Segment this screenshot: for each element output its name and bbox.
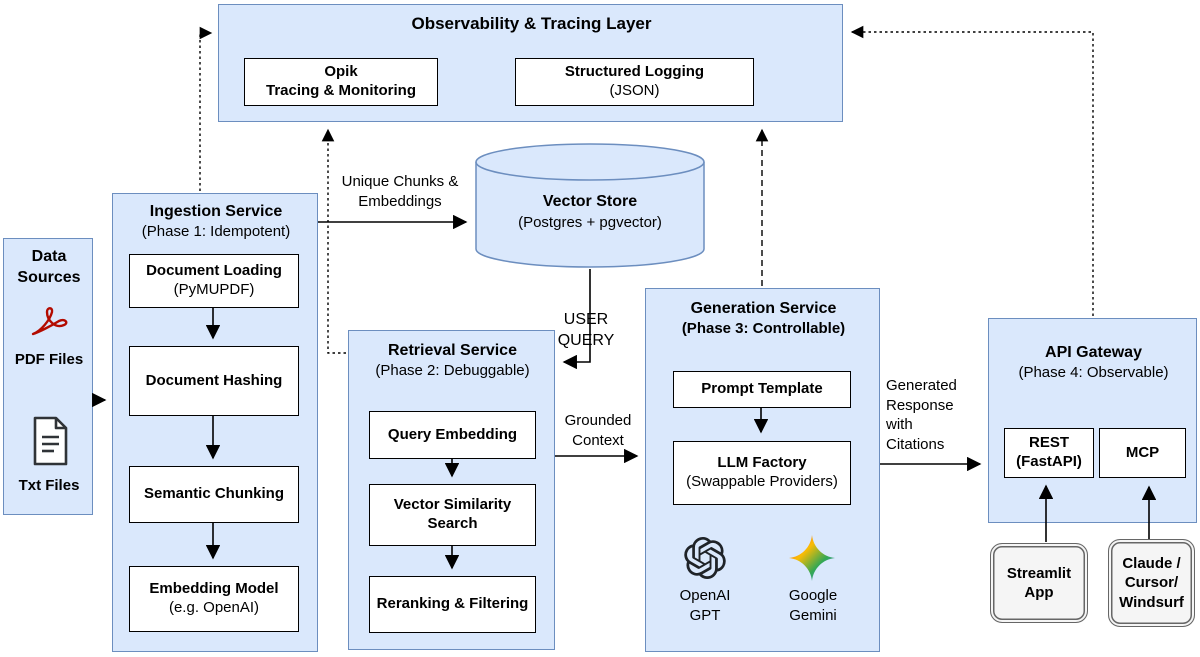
- api-gateway-subtitle: (Phase 4: Observable): [1018, 364, 1169, 381]
- opik-label: Opik Tracing & Monitoring: [266, 63, 416, 99]
- streamlit-app-label: Streamlit App: [1006, 564, 1072, 602]
- generation-title: Generation Service: [690, 300, 837, 317]
- vector-store-subtitle: (Postgres + pgvector): [518, 213, 662, 231]
- observability-layer-box: Observability & Tracing Layer Opik Traci…: [218, 4, 843, 122]
- node-prompt-template: Prompt Template: [673, 371, 851, 408]
- node-mcp: MCP: [1099, 428, 1186, 478]
- openai-gpt-label: OpenAI GPT: [679, 587, 731, 624]
- google-gemini-label: Google Gemini: [788, 587, 838, 624]
- ingestion-subtitle: (Phase 1: Idempotent): [141, 223, 291, 240]
- reranking-filtering-title: Reranking & Filtering: [376, 595, 529, 613]
- node-vector-similarity-search: Vector Similarity Search: [369, 484, 536, 546]
- ingestion-title: Ingestion Service: [149, 203, 283, 220]
- document-hashing-title: Document Hashing: [145, 371, 283, 389]
- document-loading-sub: (PyMUPDF): [173, 281, 255, 298]
- txt-files-label: Txt Files: [18, 477, 80, 494]
- opik-node: Opik Tracing & Monitoring: [244, 58, 438, 106]
- query-embedding-title: Query Embedding: [387, 425, 518, 443]
- structured-logging-node: Structured Logging (JSON): [515, 58, 754, 106]
- pdf-files-label: PDF Files: [14, 351, 84, 368]
- edge-label-generated-response: Generated Response with Citations: [886, 377, 957, 453]
- vector-store-label: Vector Store (Postgres + pgvector): [475, 192, 705, 232]
- node-document-hashing: Document Hashing: [129, 346, 299, 416]
- connector-vectorstore-retrieval: [562, 269, 591, 370]
- node-reranking-filtering: Reranking & Filtering: [369, 576, 536, 633]
- connector-gateway-observability: [850, 25, 1094, 316]
- node-embedding-model: Embedding Model (e.g. OpenAI): [129, 566, 299, 632]
- llm-factory-title: LLM Factory: [717, 454, 807, 472]
- streamlit-app-client: Streamlit App: [990, 543, 1088, 623]
- generation-subtitle: (Phase 3: Controllable): [681, 320, 846, 337]
- openai-icon: [684, 537, 726, 579]
- api-gateway-box: API Gateway (Phase 4: Observable) REST (…: [988, 318, 1197, 523]
- edge-label-user-query: USER QUERY: [557, 311, 615, 349]
- node-document-loading: Document Loading (PyMUPDF): [129, 254, 299, 308]
- vector-store-title: Vector Store: [542, 193, 638, 210]
- ingestion-service-box: Ingestion Service (Phase 1: Idempotent) …: [112, 193, 318, 652]
- llm-factory-sub: (Swappable Providers): [686, 473, 838, 490]
- document-loading-title: Document Loading: [146, 262, 282, 280]
- edge-label-unique-chunks: Unique Chunks & Embeddings: [341, 173, 459, 210]
- rest-fastapi-label: REST (FastAPI): [1016, 434, 1082, 470]
- txt-file-icon: [33, 416, 68, 466]
- pdf-icon: [31, 307, 68, 336]
- claude-cursor-windsurf-client: Claude / Cursor/ Windsurf: [1108, 539, 1195, 627]
- node-llm-factory: LLM Factory (Swappable Providers): [673, 441, 851, 505]
- embedding-model-title: Embedding Model: [149, 580, 279, 598]
- retrieval-title: Retrieval Service: [388, 342, 517, 359]
- api-gateway-title: API Gateway: [1045, 344, 1142, 361]
- structured-logging-title: Structured Logging: [564, 63, 705, 81]
- prompt-template-title: Prompt Template: [701, 380, 823, 398]
- data-sources-box: Data Sources PDF Files Txt Files: [3, 238, 93, 515]
- connector-ingestion-observability: [199, 26, 213, 191]
- structured-logging-sub: (JSON): [609, 82, 660, 99]
- node-semantic-chunking: Semantic Chunking: [129, 466, 299, 523]
- claude-cursor-windsurf-label: Claude / Cursor/ Windsurf: [1119, 554, 1184, 611]
- connector-retrieval-observability: [321, 128, 346, 354]
- gemini-icon: [789, 535, 835, 581]
- vector-similarity-title: Vector Similarity Search: [393, 496, 512, 532]
- embedding-model-sub: (e.g. OpenAI): [168, 599, 260, 616]
- vector-store-cylinder: [475, 143, 705, 268]
- retrieval-service-box: Retrieval Service (Phase 2: Debuggable) …: [348, 330, 555, 650]
- semantic-chunking-title: Semantic Chunking: [143, 485, 285, 503]
- data-sources-title: Data Sources: [17, 248, 81, 286]
- node-rest-fastapi: REST (FastAPI): [1004, 428, 1094, 478]
- mcp-label: MCP: [1125, 443, 1160, 461]
- edge-label-grounded-context: Grounded Context: [564, 412, 632, 449]
- generation-service-box: Generation Service (Phase 3: Controllabl…: [645, 288, 880, 652]
- observability-title: Observability & Tracing Layer: [411, 14, 652, 33]
- retrieval-subtitle: (Phase 2: Debuggable): [375, 362, 530, 379]
